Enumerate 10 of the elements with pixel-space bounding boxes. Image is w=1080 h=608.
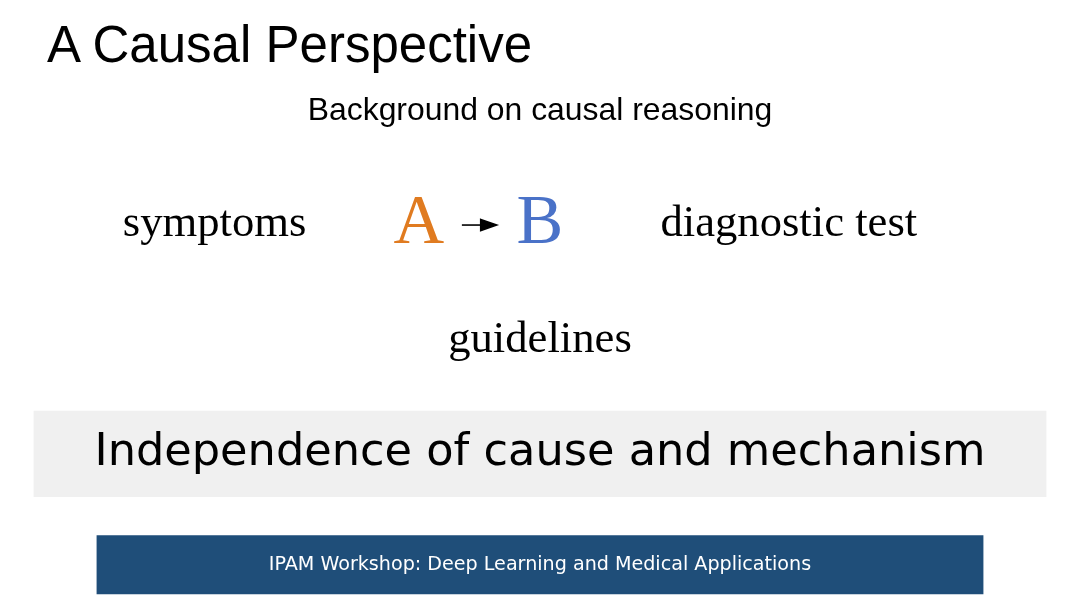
label: Background on causal reasoning (307, 90, 773, 127)
node-label: symptoms (122, 196, 307, 247)
arrow (461, 218, 500, 232)
label: guidelines (448, 311, 632, 362)
node-text: A (393, 179, 445, 258)
label: Independence of cause and mechanism (94, 423, 986, 476)
node-text: B (516, 179, 564, 258)
node-label: diagnostic test (660, 196, 918, 247)
diagram-title: A Causal Perspective (47, 15, 533, 73)
label: IPAM Workshop: Deep Learning and Medical Applications (268, 551, 812, 575)
